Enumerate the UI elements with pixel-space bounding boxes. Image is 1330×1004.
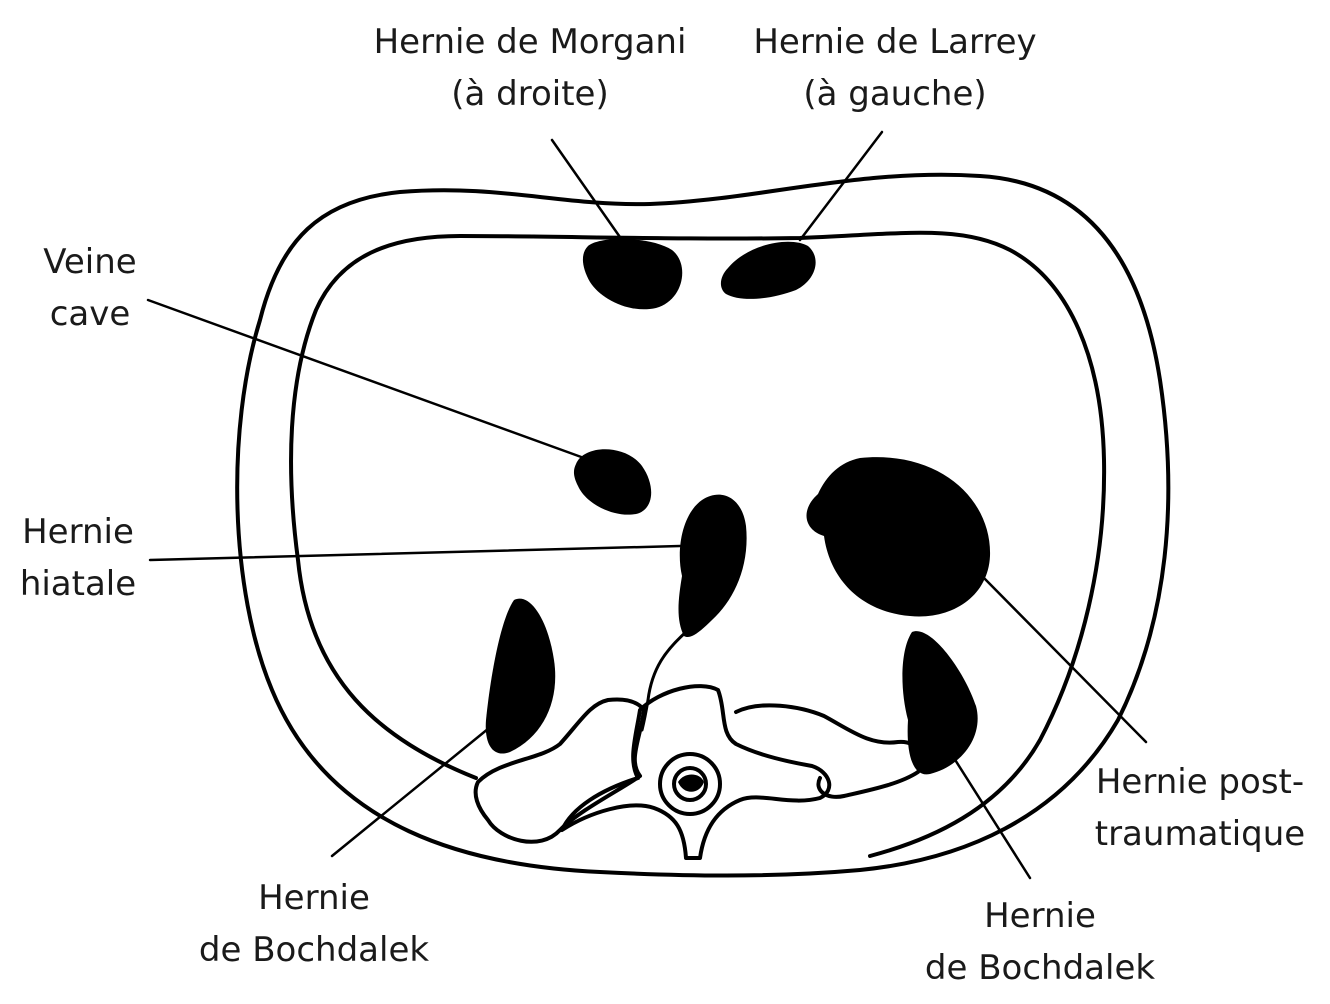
vertebra-outline xyxy=(473,697,646,844)
leader-morgani xyxy=(550,138,624,242)
label-veine-cave-line2: cave xyxy=(49,294,131,334)
label-bochdalek-right-line1: Hernie xyxy=(258,878,370,918)
leader-bochdalek-left xyxy=(938,734,1032,880)
spinal-cord-mark xyxy=(678,774,704,792)
label-morgani-line1: Hernie de Morgani xyxy=(373,22,687,62)
spinal-canal xyxy=(658,752,722,816)
label-bochdalek-left-line1: Hernie xyxy=(984,896,1096,936)
label-bochdalek-right-line2: de Bochdalek xyxy=(198,930,430,970)
label-bochdalek-right: Hernie de Bochdalek xyxy=(186,872,442,976)
label-hiatale-line2: hiatale xyxy=(19,564,137,604)
label-morgani-line2: (à droite) xyxy=(451,74,609,114)
oesophagus-line xyxy=(640,630,688,732)
label-larrey-line1: Hernie de Larrey xyxy=(753,22,1037,62)
larrey-hernia-shape xyxy=(720,241,816,299)
outer-thoracic-wall xyxy=(235,172,1171,878)
leader-bochdalek-right xyxy=(330,722,496,858)
label-bochdalek-left-line2: de Bochdalek xyxy=(924,948,1156,988)
leader-larrey xyxy=(798,130,884,242)
label-post-traumatique: Hernie post- traumatique xyxy=(1080,756,1320,860)
label-bochdalek-left: Hernie de Bochdalek xyxy=(912,890,1168,994)
label-hiatale: Hernie hiatale xyxy=(8,506,148,610)
bochdalek-left-shape xyxy=(902,631,978,775)
label-hiatale-line1: Hernie xyxy=(22,512,134,552)
inner-diaphragm-contour xyxy=(289,230,1107,858)
label-post-traumatique-line2: traumatique xyxy=(1094,814,1306,854)
label-veine-cave-line1: Veine xyxy=(43,242,137,282)
morgani-hernia-shape xyxy=(582,238,683,310)
post-traumatic-hernia-shape xyxy=(806,457,991,617)
vertebra-right-process xyxy=(734,703,924,799)
label-larrey: Hernie de Larrey (à gauche) xyxy=(740,16,1050,120)
label-morgani: Hernie de Morgani (à droite) xyxy=(360,16,700,120)
label-veine-cave: Veine cave xyxy=(20,236,160,340)
spinal-cord xyxy=(672,766,708,802)
leader-post-traumatique xyxy=(980,574,1148,744)
label-larrey-line2: (à gauche) xyxy=(803,74,987,114)
leader-veine-cave xyxy=(146,298,586,460)
hiatal-hernia-shape xyxy=(678,494,747,638)
bochdalek-right-shape xyxy=(485,598,556,754)
label-post-traumatique-line1: Hernie post- xyxy=(1095,762,1305,802)
vertebra-body xyxy=(560,684,832,860)
vena-cava-shape xyxy=(573,449,652,515)
leader-hiatale xyxy=(148,544,682,562)
